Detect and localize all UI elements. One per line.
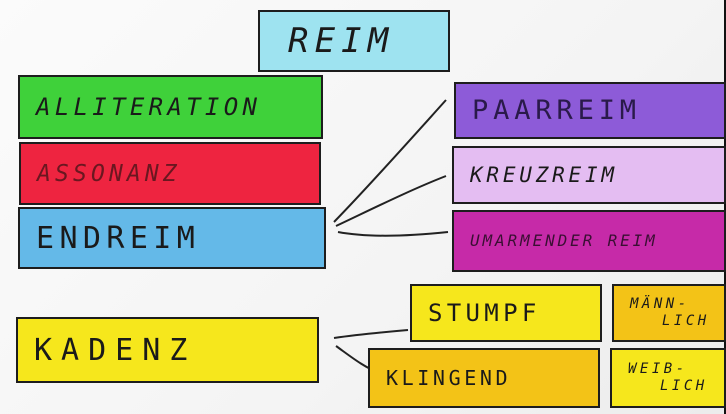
card-kadenz: KADENZ [16,317,319,383]
card-kadenz-label: KADENZ [34,332,197,368]
card-umarmender-label: UMARMENDER REIM [470,231,658,250]
card-stumpf: STUMPF [410,284,602,342]
card-maennlich: MÄNN- LICH [612,284,726,342]
card-endreim: ENDREIM [18,207,326,269]
card-paarreim: PAARREIM [454,82,726,139]
card-maennlich-line2: LICH [662,313,710,329]
card-alliteration: ALLITERATION [18,75,323,139]
card-reim: REIM [258,10,450,72]
card-maennlich-line1: MÄNN- [630,296,690,312]
line-endreim-umarmender [337,231,449,237]
card-weiblich-line2: LICH [660,378,708,394]
card-weiblich: WEIB- LICH [610,348,726,408]
card-stumpf-label: STUMPF [428,299,541,327]
card-assonanz-label: ASSONANZ [37,160,181,187]
card-kreuzreim: KREUZREIM [452,146,726,204]
line-endreim-kreuzreim [335,175,447,227]
card-klingend: KLINGEND [368,348,600,408]
card-weiblich-line1: WEIB- [628,361,688,377]
card-kreuzreim-label: KREUZREIM [470,163,618,187]
card-klingend-label: KLINGEND [386,366,512,390]
card-alliteration-label: ALLITERATION [36,93,262,121]
line-kadenz-stumpf [333,329,409,339]
card-paarreim-label: PAARREIM [472,95,641,126]
card-reim-label: REIM [288,21,395,61]
card-umarmender-reim: UMARMENDER REIM [452,210,726,272]
card-assonanz: ASSONANZ [19,142,321,205]
card-endreim-label: ENDREIM [36,220,201,256]
line-endreim-paarreim [333,99,447,223]
